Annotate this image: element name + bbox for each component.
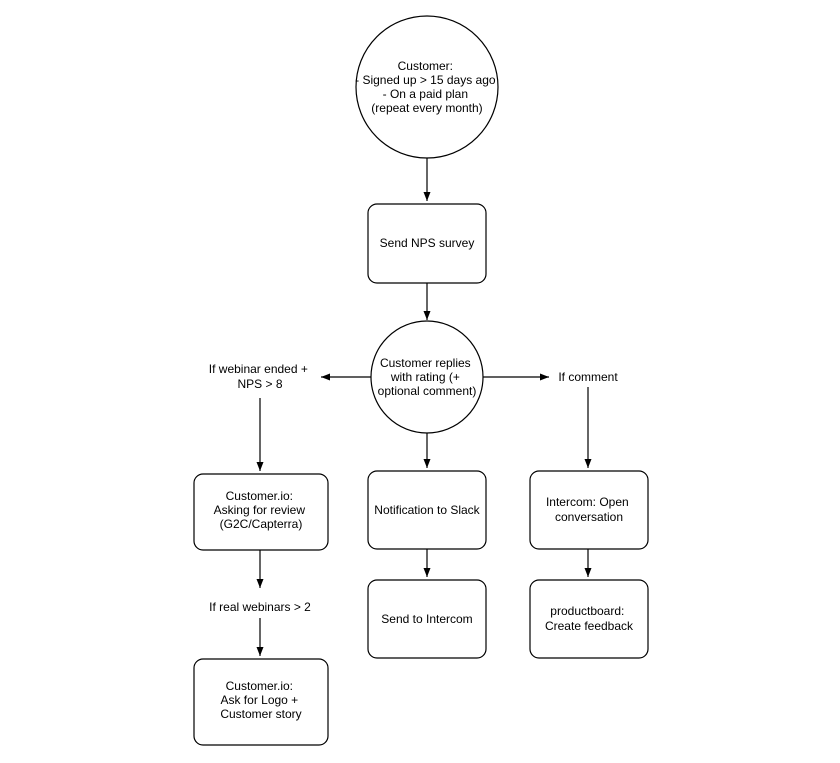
node-line: (repeat every month) <box>371 101 482 115</box>
node-line: with rating (+ <box>390 370 460 384</box>
customerio-logo-node: Customer.io: Ask for Logo + Customer sto… <box>193 658 329 746</box>
node-line: Create feedback <box>545 619 634 633</box>
real-webinars-condition-label: If real webinars > 2 <box>204 598 318 616</box>
customerio-review-node: Customer.io: Asking for review (G2C/Capt… <box>193 473 329 551</box>
node-line: Notification to Slack <box>374 503 480 517</box>
node-line: Ask for Logo + <box>220 693 298 707</box>
svg-text:Send NPS survey: Send NPS survey <box>380 236 475 250</box>
svg-text:productboard: Create fee: productboard: Create feedback <box>545 604 634 633</box>
comment-condition-label: If comment <box>551 368 625 386</box>
node-line: NPS > 8 <box>237 377 282 391</box>
svg-text:If comment: If comment <box>558 370 618 384</box>
node-line: Customer: <box>398 59 453 73</box>
send-nps-survey-node: Send NPS survey <box>367 203 487 284</box>
edges <box>256 158 592 656</box>
node-line: If webinar ended + <box>209 362 308 376</box>
svg-text:If real webinars > 2: If real webinars > 2 <box>209 600 311 614</box>
node-line: - On a paid plan <box>383 87 468 101</box>
node-line: Customer.io: <box>226 489 293 503</box>
intercom-open-node: Intercom: Open conversation <box>529 470 649 550</box>
svg-text:Customer replies with ra: Customer replies with rating (+ optional… <box>378 356 477 398</box>
node-line: - Signed up > 15 days ago <box>355 73 496 87</box>
productboard-feedback-node: productboard: Create feedback <box>529 579 649 659</box>
svg-text:Customer.io: Asking for: Customer.io: Asking for review (G2C/Capt… <box>214 489 309 531</box>
node-line: conversation <box>555 510 623 524</box>
node-line: Send NPS survey <box>380 236 475 250</box>
notification-slack-node: Notification to Slack <box>367 470 487 550</box>
node-line: Customer story <box>220 707 301 721</box>
svg-text:Send to Intercom: Send to Intercom <box>381 612 472 626</box>
customer-trigger-node: Customer: - Signed up > 15 days ago - On… <box>355 15 499 159</box>
node-line: Intercom: Open <box>546 495 629 509</box>
node-line: If comment <box>558 370 618 384</box>
node-line: Asking for review <box>214 503 306 517</box>
svg-text:Customer: - Signed up >: Customer: - Signed up > 15 days ago - On… <box>355 59 499 115</box>
node-line: Customer.io: <box>226 679 293 693</box>
node-line: Send to Intercom <box>381 612 472 626</box>
send-to-intercom-node: Send to Intercom <box>367 579 487 659</box>
node-line: (G2C/Capterra) <box>220 517 303 531</box>
node-line: optional comment) <box>378 384 477 398</box>
customer-replies-node: Customer replies with rating (+ optional… <box>370 320 484 434</box>
node-line: Customer replies <box>380 356 471 370</box>
node-line: productboard: <box>550 604 624 618</box>
node-line: If real webinars > 2 <box>209 600 311 614</box>
svg-text:If webinar ended + NPS >: If webinar ended + NPS > 8 <box>209 362 311 391</box>
svg-text:Customer.io: Ask for Log: Customer.io: Ask for Logo + Customer sto… <box>220 679 301 721</box>
svg-text:Intercom: Open conversat: Intercom: Open conversation <box>546 495 632 524</box>
svg-text:Notification to Slack: Notification to Slack <box>374 503 480 517</box>
webinar-condition-label: If webinar ended + NPS > 8 <box>200 358 320 396</box>
